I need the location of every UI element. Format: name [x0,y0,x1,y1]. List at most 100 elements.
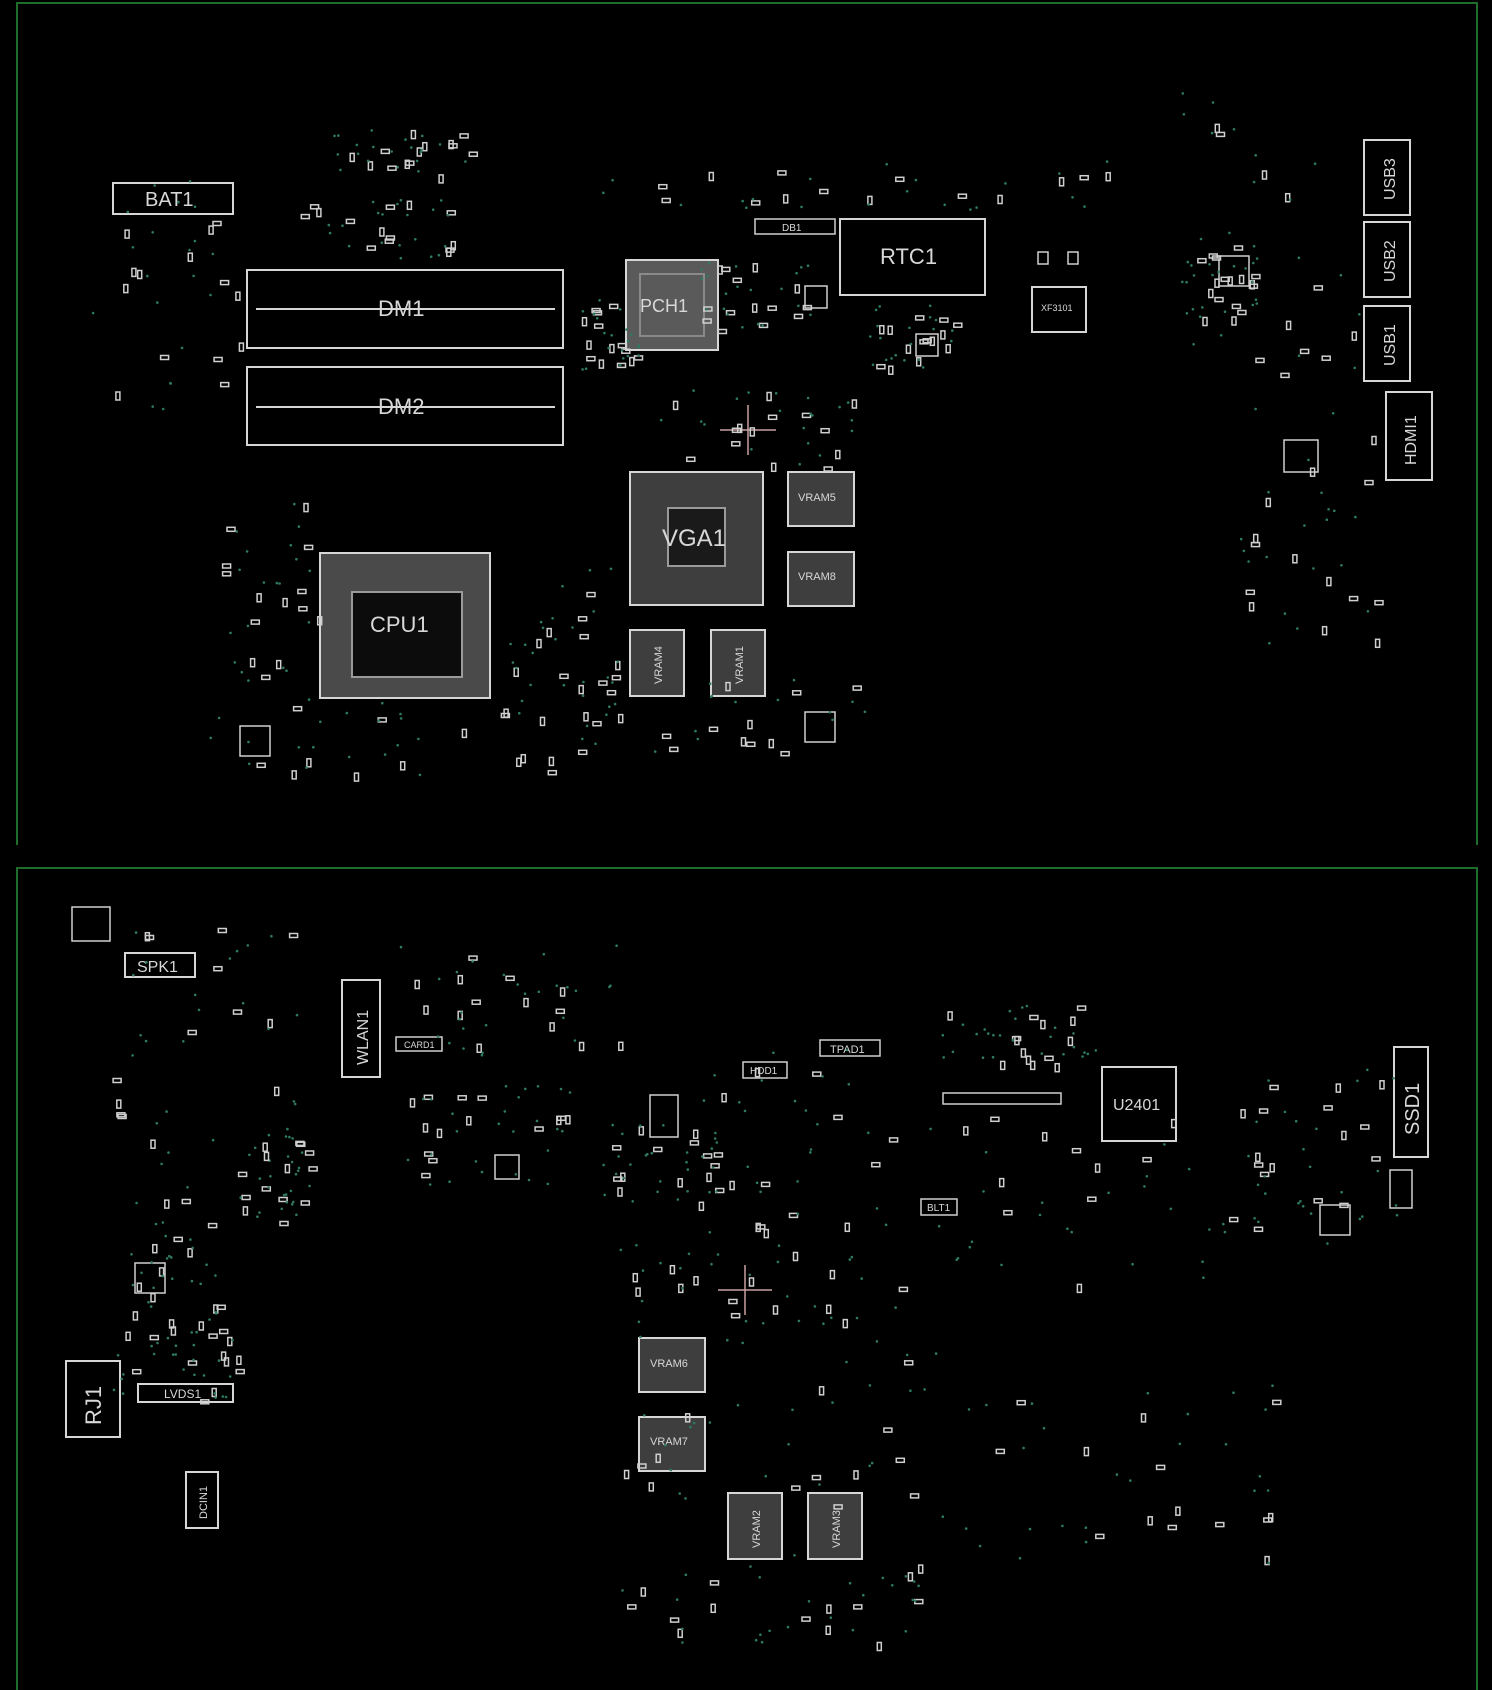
rtc1-battery[interactable]: RTC1 [839,218,986,296]
keyboard-connector[interactable] [942,1092,1062,1105]
passive-pad [686,456,696,463]
pch1-chip[interactable]: PCH1 [625,259,719,351]
passive-pad [945,343,951,354]
origin-crosshair-bottom [718,1265,772,1315]
passive-pad [658,183,668,190]
via [462,1027,465,1030]
via [1186,1412,1190,1416]
via [208,1318,211,1321]
passive-pad [1147,1516,1153,1526]
via [741,1341,744,1345]
via [1297,354,1301,358]
via [1394,1204,1398,1207]
via [758,1576,761,1579]
via [759,1633,762,1636]
via [629,333,633,336]
vram4-chip[interactable]: VRAM4 [629,629,685,697]
passive-pad [702,1153,713,1159]
via [736,285,739,289]
via [1376,1169,1380,1173]
via [418,773,422,777]
passive-pad [423,1005,429,1015]
passive-pad [995,1448,1006,1455]
spk1-connector[interactable]: SPK1 [124,952,196,978]
via [285,1201,289,1204]
cpu1-label: CPU1 [370,612,429,637]
dm2-slot[interactable]: DM2 [246,366,564,446]
passive-pad [1264,1555,1270,1566]
ssd1-connector[interactable]: SSD1 [1393,1046,1429,1158]
dcin1-connector[interactable]: DCIN1 [185,1471,219,1529]
via [399,256,403,260]
passive-pad [208,225,214,235]
via [1014,1017,1017,1020]
lvds1-connector[interactable]: LVDS1 [137,1383,234,1403]
via [511,661,515,664]
vram8-chip[interactable]: VRAM8 [787,551,855,607]
via [744,1319,748,1323]
passive-pad [164,1199,170,1209]
passive-pad [457,1095,467,1101]
passive-pad [1265,497,1272,508]
via [253,1146,257,1150]
via [166,1336,170,1340]
via [1042,1426,1046,1430]
bottom-side-layout: SPK1 WLAN1 CARD1 TPAD1 HDD1 U2401 SSD1 [65,906,1429,1652]
via [641,1269,645,1272]
usb3-connector[interactable]: USB3 [1363,139,1411,216]
passive-pad [888,1137,899,1143]
hdd1-connector[interactable]: HDD1 [742,1061,788,1079]
usb1-connector[interactable]: USB1 [1363,305,1411,382]
via [1040,1201,1044,1204]
usb2-connector[interactable]: USB2 [1363,221,1411,298]
via [710,1262,713,1266]
rj1-connector[interactable]: RJ1 [65,1360,121,1438]
via [241,1001,245,1005]
u2401-chip[interactable]: U2401 [1101,1066,1177,1142]
passive-pad [766,391,772,402]
vram5-chip[interactable]: VRAM5 [787,471,855,527]
vram1-chip[interactable]: VRAM1 [710,629,766,697]
vram2-chip[interactable]: VRAM2 [727,1492,783,1560]
via [417,737,420,741]
via [1025,1004,1029,1008]
db1-label: DB1 [782,223,802,234]
hdmi1-connector[interactable]: HDMI1 [1385,391,1433,481]
passive-pad [1094,1163,1101,1173]
via [1302,1147,1305,1151]
passive-pad [1251,273,1261,280]
card1-connector[interactable]: CARD1 [395,1036,443,1052]
vram3-chip[interactable]: VRAM3 [807,1492,863,1560]
dm1-slot[interactable]: DM1 [246,269,564,349]
vram7-chip[interactable]: VRAM7 [638,1416,706,1472]
via [1258,1475,1262,1478]
via [417,170,420,173]
via [1192,343,1195,346]
passive-pad [586,355,596,362]
passive-pad [261,1186,272,1192]
passive-pad [876,363,886,370]
via [777,1244,781,1247]
passive-pad [173,1236,183,1243]
bat1-connector[interactable]: BAT1 [112,182,234,215]
blt1-connector[interactable]: BLT1 [920,1198,958,1216]
vga1-chip[interactable]: VGA1 [629,471,764,606]
via [1288,198,1292,202]
via [539,620,543,624]
wlan1-connector[interactable]: WLAN1 [341,979,381,1078]
xf3101-chip[interactable]: XF3101 [1031,251,1087,333]
passive-pad [710,1163,720,1169]
cpu1-chip[interactable]: CPU1 [319,552,491,699]
vram6-label: VRAM6 [650,1358,688,1370]
passive-pad [728,1298,738,1305]
tpad1-connector[interactable]: TPAD1 [819,1039,881,1057]
via [786,1625,790,1629]
db1-connector[interactable]: DB1 [754,218,836,235]
via [1083,1051,1086,1054]
passive-pad [136,1282,143,1292]
vram6-chip[interactable]: VRAM6 [638,1337,706,1393]
passive-pad [833,1114,843,1121]
passive-pad [1335,1083,1342,1093]
passive-pad [219,279,230,286]
passive-pad [1076,1283,1083,1294]
